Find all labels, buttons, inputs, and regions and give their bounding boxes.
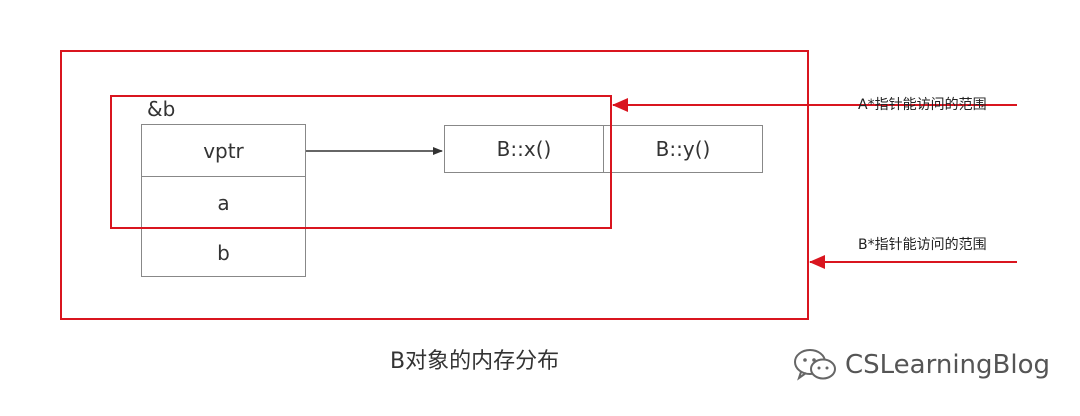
vtable-entry-x: B::x()	[444, 125, 604, 173]
a-pointer-scope-label: A*指针能访问的范围	[858, 97, 987, 113]
member-b-label: b	[217, 240, 230, 265]
b-pointer-scope-box	[60, 50, 809, 320]
a-pointer-scope-box	[110, 95, 612, 229]
member-a-label: a	[217, 190, 230, 215]
diagram-caption: B对象的内存分布	[390, 349, 560, 374]
b-pointer-scope-label: B*指针能访问的范围	[858, 237, 987, 253]
vtable-entry-y: B::y()	[603, 125, 763, 173]
vptr-cell-label: vptr	[203, 138, 244, 163]
watermark: CSLearningBlog	[793, 348, 1050, 382]
vtable-entry-y-label: B::y()	[655, 137, 711, 161]
object-address-label: &b	[147, 97, 176, 121]
wechat-icon	[794, 349, 836, 381]
watermark-text: CSLearningBlog	[845, 350, 1051, 380]
vtable-entry-x-label: B::x()	[496, 137, 552, 161]
